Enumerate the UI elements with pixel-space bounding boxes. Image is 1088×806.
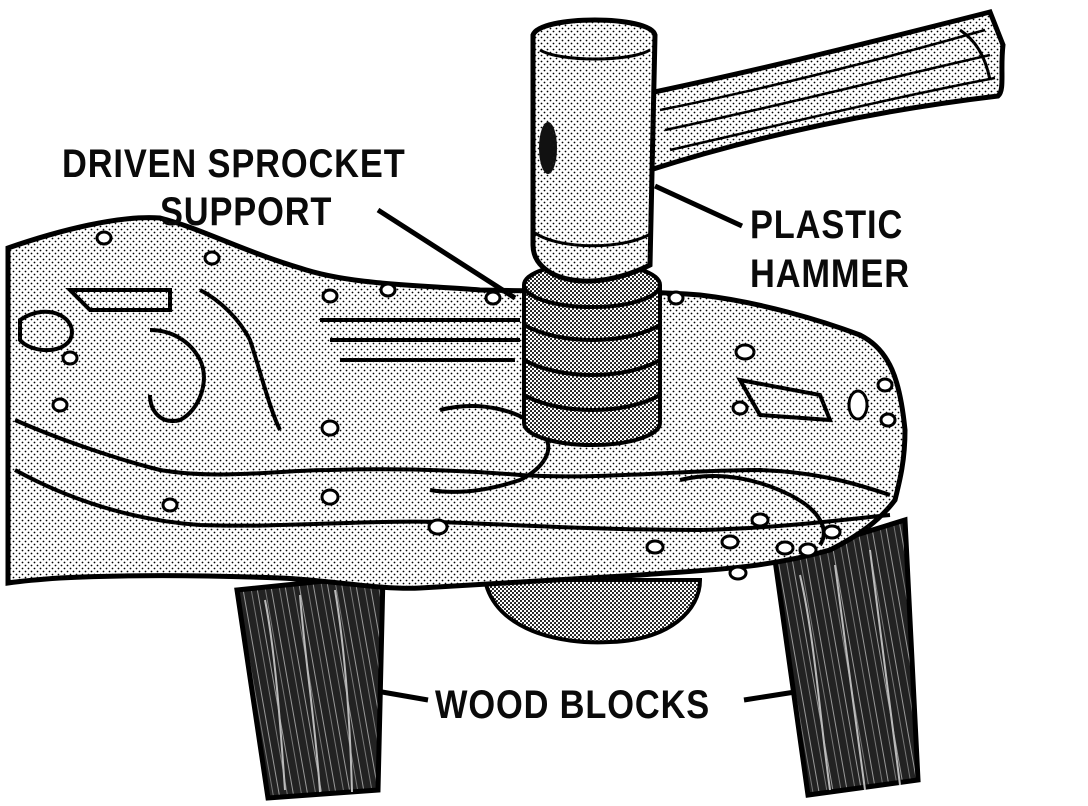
label-wood-blocks: WOOD BLOCKS — [435, 683, 711, 727]
label-driven-sprocket-line1: DRIVEN SPROCKET — [62, 142, 406, 186]
leader-wood-blocks-right — [743, 689, 796, 703]
leader-plastic-hammer — [653, 183, 744, 229]
label-plastic-hammer-line2: HAMMER — [750, 252, 910, 296]
label-driven-sprocket-line2: SUPPORT — [160, 190, 333, 234]
wood-block-right — [772, 516, 921, 798]
leader-wood-blocks-left — [381, 689, 429, 703]
plastic-hammer-head — [530, 17, 658, 284]
hammer-handle — [637, 9, 1006, 174]
transmission-case — [5, 215, 908, 591]
driven-sprocket-support — [522, 261, 662, 447]
label-plastic-hammer-line1: PLASTIC — [750, 203, 904, 247]
wood-block-left — [234, 572, 386, 801]
sprocket-support-bottom — [482, 578, 703, 645]
leader-driven-sprocket-support — [376, 207, 517, 301]
